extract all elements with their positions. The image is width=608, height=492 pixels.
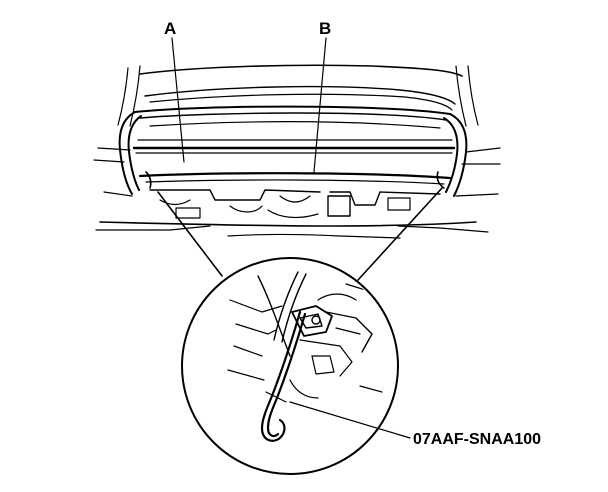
leader-tool — [289, 401, 411, 439]
seat-overview — [93, 64, 501, 239]
detail-leader-left — [157, 191, 223, 277]
leader-b — [313, 37, 327, 173]
tool-part-number: 07AAF-SNAA100 — [413, 431, 541, 448]
detail-leader-right — [357, 187, 443, 281]
callout-b: B — [319, 19, 331, 38]
leader-a — [171, 37, 185, 163]
callout-a: A — [164, 19, 176, 38]
detail-magnifier — [181, 257, 399, 475]
